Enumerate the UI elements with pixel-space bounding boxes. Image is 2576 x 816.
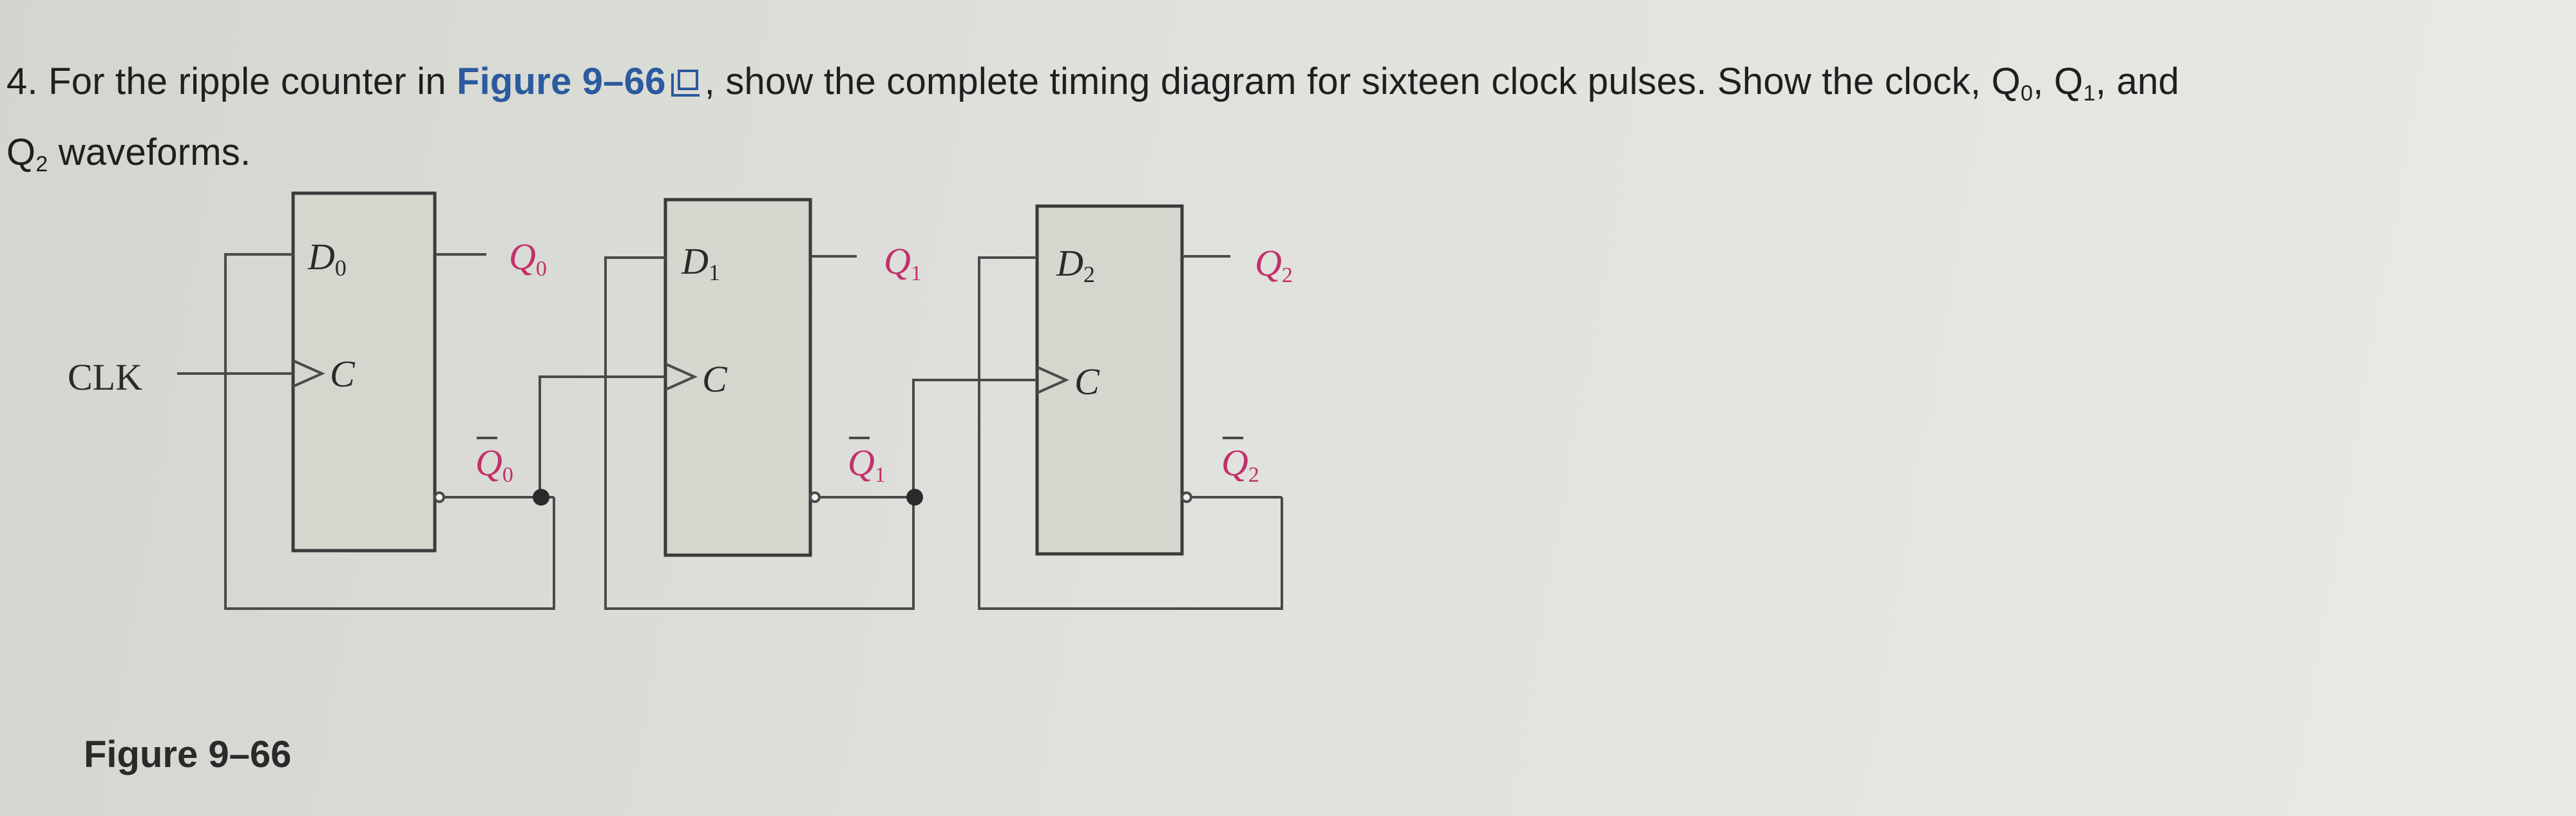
ff0-d-feedback (224, 253, 555, 610)
ff0-d-label: D0 (307, 236, 347, 281)
ff2-d-label: D2 (1056, 242, 1095, 287)
ff0-qbar-bubble (434, 491, 445, 503)
q0-term: Q0 (1991, 61, 2033, 106)
ff1-qbar-bubble (809, 491, 821, 503)
ff0-c-label: C (330, 353, 356, 395)
figure-caption: Figure 9–66 (84, 734, 292, 775)
waveforms-word: waveforms. (58, 131, 251, 173)
and-word: and (2116, 61, 2180, 102)
clk-label: CLK (68, 356, 142, 398)
figure-popout-icon[interactable] (671, 70, 701, 97)
ff0-clock-triangle (292, 359, 325, 388)
question-text: 4. For the ripple counter in Figure 9–66… (6, 61, 2180, 176)
ff1-d-label: D1 (681, 240, 720, 285)
ff1-q-label: Q1 (884, 240, 922, 285)
question-number: 4. (6, 61, 38, 102)
figure-link[interactable]: Figure 9–66 (456, 61, 666, 102)
ff0-qbar-label: Q0 (475, 442, 513, 487)
ff1-clock-triangle (665, 363, 698, 391)
ff2-q-label: Q2 (1255, 242, 1293, 287)
q2-term: Q2 (6, 131, 48, 176)
ff0-to-ff1-clock (539, 375, 665, 497)
ff2-clock-triangle (1036, 366, 1069, 394)
question-intro: For the ripple counter in (48, 61, 446, 102)
ff1-junction-dot (906, 489, 923, 506)
ff2-qbar-bubble (1181, 491, 1192, 503)
ff1-c-label: C (702, 358, 728, 400)
ff2-c-label: C (1074, 361, 1100, 403)
ff0-junction-dot (533, 489, 549, 506)
ff2-d-feedback (978, 256, 1283, 610)
flip-flop-1 (663, 198, 812, 557)
q1-term: Q1 (2054, 61, 2096, 106)
ff1-d-feedback (604, 256, 915, 610)
ff0-q-label: Q0 (509, 236, 547, 281)
ff1-qbar-label: Q1 (848, 442, 886, 487)
question-body: , show the complete timing diagram for s… (704, 61, 1981, 102)
ff1-to-ff2-clock (912, 379, 1037, 497)
ff2-qbar-label: Q2 (1221, 442, 1259, 487)
